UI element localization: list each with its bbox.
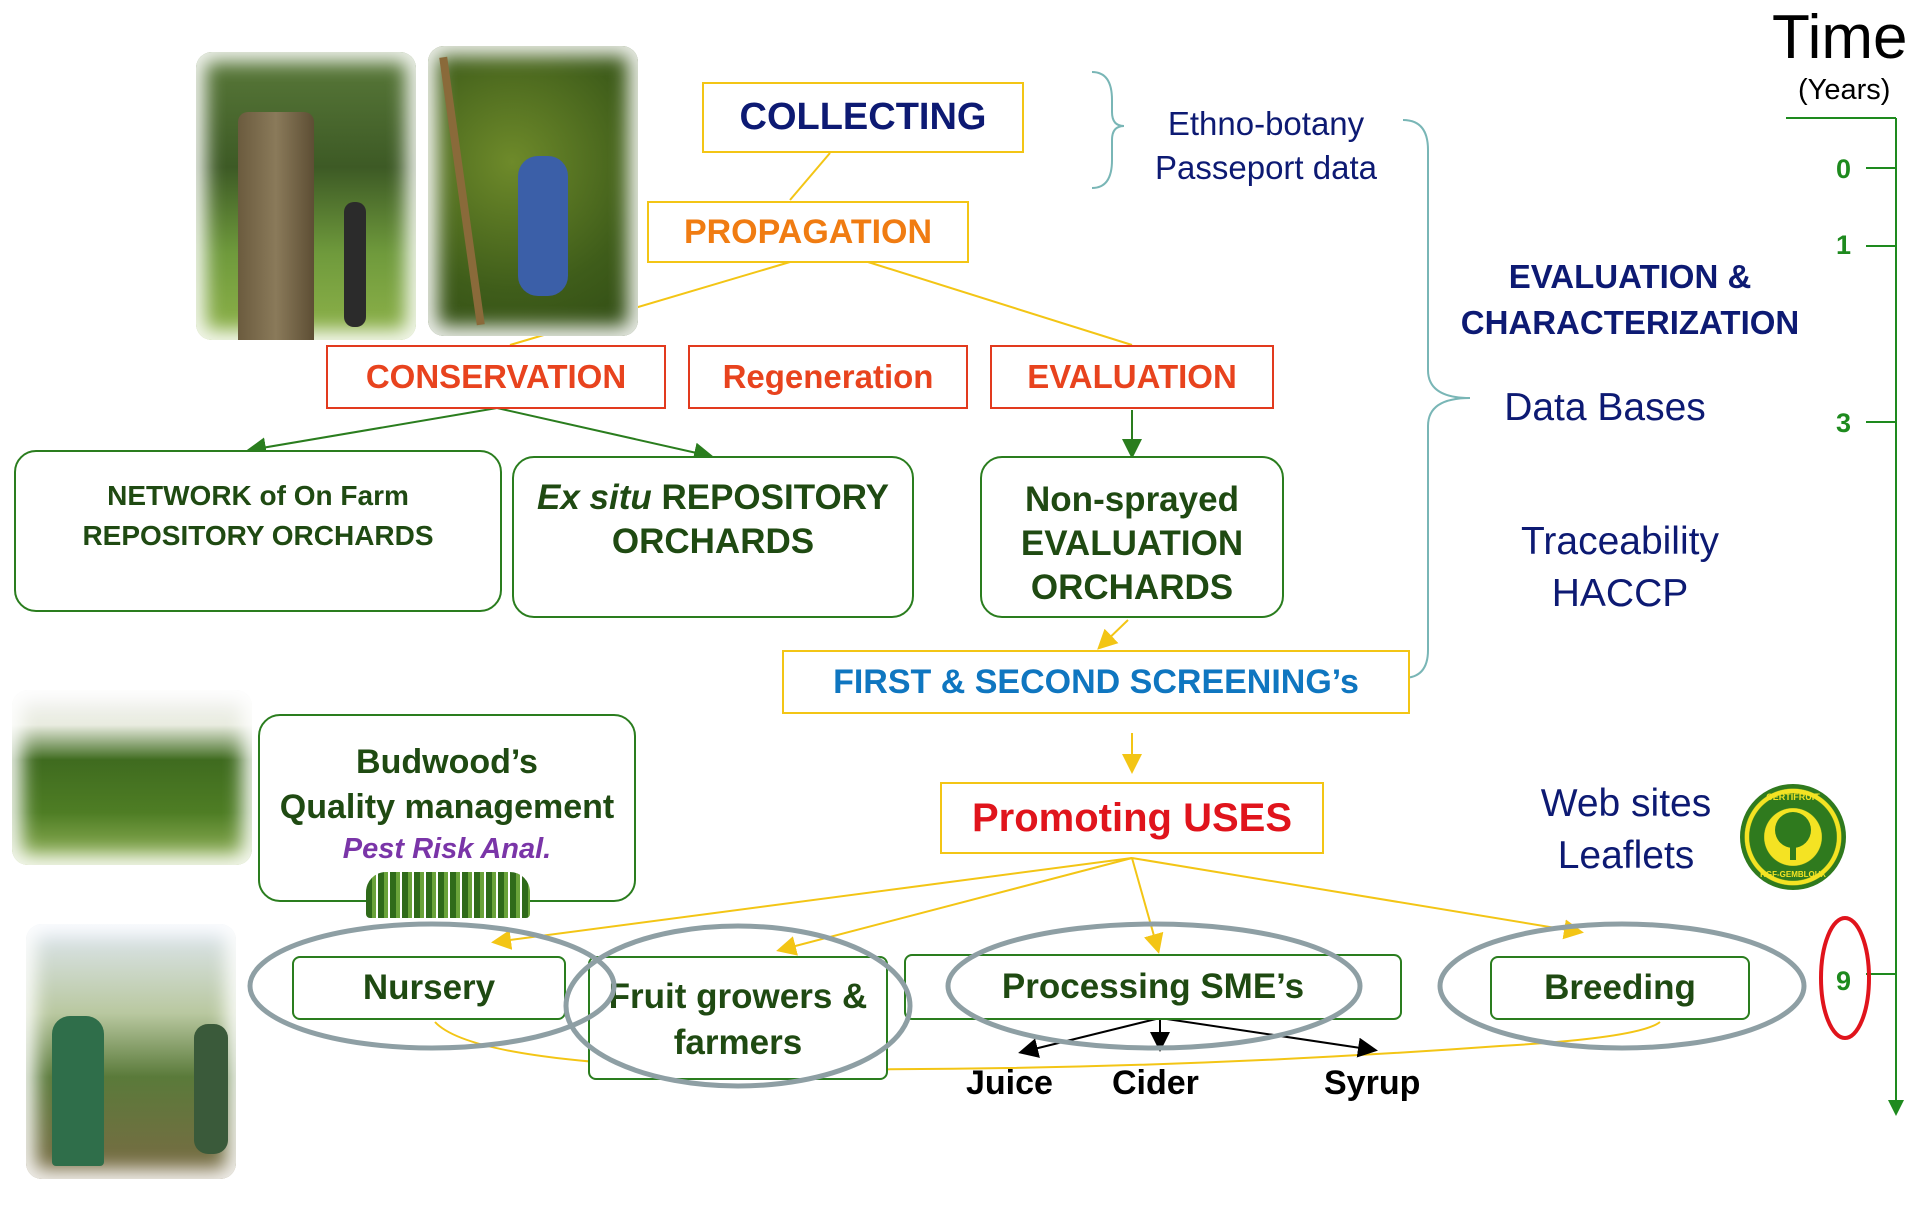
web-line2: Leaflets — [1557, 834, 1695, 877]
databases-note: Data Bases — [1504, 386, 1706, 429]
nonsprayed-line1: Non-sprayed — [1025, 480, 1239, 519]
tree-photo — [196, 52, 416, 340]
conservation-label: CONSERVATION — [365, 358, 627, 395]
ethno-line2: Passeport data — [1155, 149, 1377, 186]
seedlings-strip — [366, 872, 530, 918]
evaluation-char-line1: EVALUATION & — [1508, 258, 1752, 295]
time-tick-3: 3 — [1836, 408, 1852, 438]
fruit-growers-line1: Fruit growers & — [608, 977, 868, 1016]
nonsprayed-orchards-box: Non-sprayed EVALUATION ORCHARDS — [980, 456, 1284, 618]
exsitu-line2: ORCHARDS — [611, 522, 815, 561]
propagation-box: PROPAGATION — [647, 201, 969, 263]
conservation-box: CONSERVATION — [326, 345, 666, 409]
web-line1: Web sites — [1540, 782, 1712, 825]
logo-bottom-text: RGF-GEMBLOUX — [1760, 870, 1826, 879]
orchard-row-photo — [12, 690, 252, 865]
nursery-box: Nursery — [292, 956, 566, 1020]
network-line2: REPOSITORY ORCHARDS — [82, 520, 434, 551]
budwood-line1: Budwood’s — [356, 743, 538, 781]
evaluation-box: EVALUATION — [990, 345, 1274, 409]
product-cider: Cider — [1112, 1064, 1199, 1102]
exsitu-italic: Ex situ — [536, 478, 652, 517]
evaluation-label: EVALUATION — [1027, 358, 1237, 395]
evaluation-char-line2: CHARACTERIZATION — [1460, 304, 1800, 341]
breeding-label: Breeding — [1544, 968, 1696, 1007]
nonsprayed-line2: EVALUATION — [1020, 524, 1244, 563]
product-syrup: Syrup — [1324, 1064, 1421, 1102]
budwood-line3: Pest Risk Anal. — [342, 833, 552, 865]
collecting-box: COLLECTING — [702, 82, 1024, 153]
promoting-label: Promoting USES — [971, 795, 1293, 840]
breeding-box: Breeding — [1490, 956, 1750, 1020]
traceability-line1: Traceability — [1521, 520, 1719, 563]
network-orchards-box: NETWORK of On Farm REPOSITORY ORCHARDS — [14, 450, 502, 612]
ethno-note: Ethno-botany Passeport data — [1126, 102, 1406, 190]
nonsprayed-line3: ORCHARDS — [1030, 568, 1234, 607]
propagation-label: PROPAGATION — [683, 212, 933, 251]
screening-label: FIRST & SECOND SCREENING’s — [833, 662, 1359, 701]
collecting-label: COLLECTING — [739, 96, 987, 138]
web-note: Web sites Leaflets — [1506, 778, 1746, 882]
nursery-label: Nursery — [362, 968, 496, 1007]
time-title: Time — [1772, 3, 1908, 72]
ladder-photo — [428, 46, 638, 336]
exsitu-line1: REPOSITORY — [651, 478, 890, 517]
certifruit-logo: CERTIFRUIT RGF-GEMBLOUX — [1740, 784, 1846, 890]
fruit-growers-line2: farmers — [673, 1023, 803, 1062]
logo-top-text: CERTIFRUIT — [1766, 792, 1820, 802]
time-tick-9: 9 — [1836, 966, 1852, 996]
network-line1: NETWORK of On Farm — [107, 480, 409, 511]
regeneration-box: Regeneration — [688, 345, 968, 409]
processing-box: Processing SME’s — [904, 954, 1402, 1020]
time-unit: (Years) — [1798, 74, 1891, 106]
evaluation-characterization-heading: EVALUATION & CHARACTERIZATION — [1430, 254, 1830, 346]
regeneration-label: Regeneration — [722, 358, 934, 395]
budwood-line2: Quality management — [279, 788, 615, 826]
budwood-box: Budwood’s Quality management Pest Risk A… — [258, 714, 636, 902]
traceability-line2: HACCP — [1551, 572, 1689, 615]
screening-box: FIRST & SECOND SCREENING’s — [782, 650, 1410, 714]
nursery-workers-photo — [26, 924, 236, 1179]
time-tick-0: 0 — [1836, 154, 1852, 184]
traceability-note: Traceability HACCP — [1490, 516, 1750, 620]
ethno-line1: Ethno-botany — [1167, 105, 1365, 142]
time-tick-1: 1 — [1836, 230, 1852, 260]
processing-label: Processing SME’s — [1001, 967, 1305, 1006]
fruit-growers-box: Fruit growers & farmers — [588, 956, 888, 1080]
exsitu-orchards-box: Ex situ REPOSITORY ORCHARDS — [512, 456, 914, 618]
product-juice: Juice — [966, 1064, 1053, 1102]
promoting-box: Promoting USES — [940, 782, 1324, 854]
